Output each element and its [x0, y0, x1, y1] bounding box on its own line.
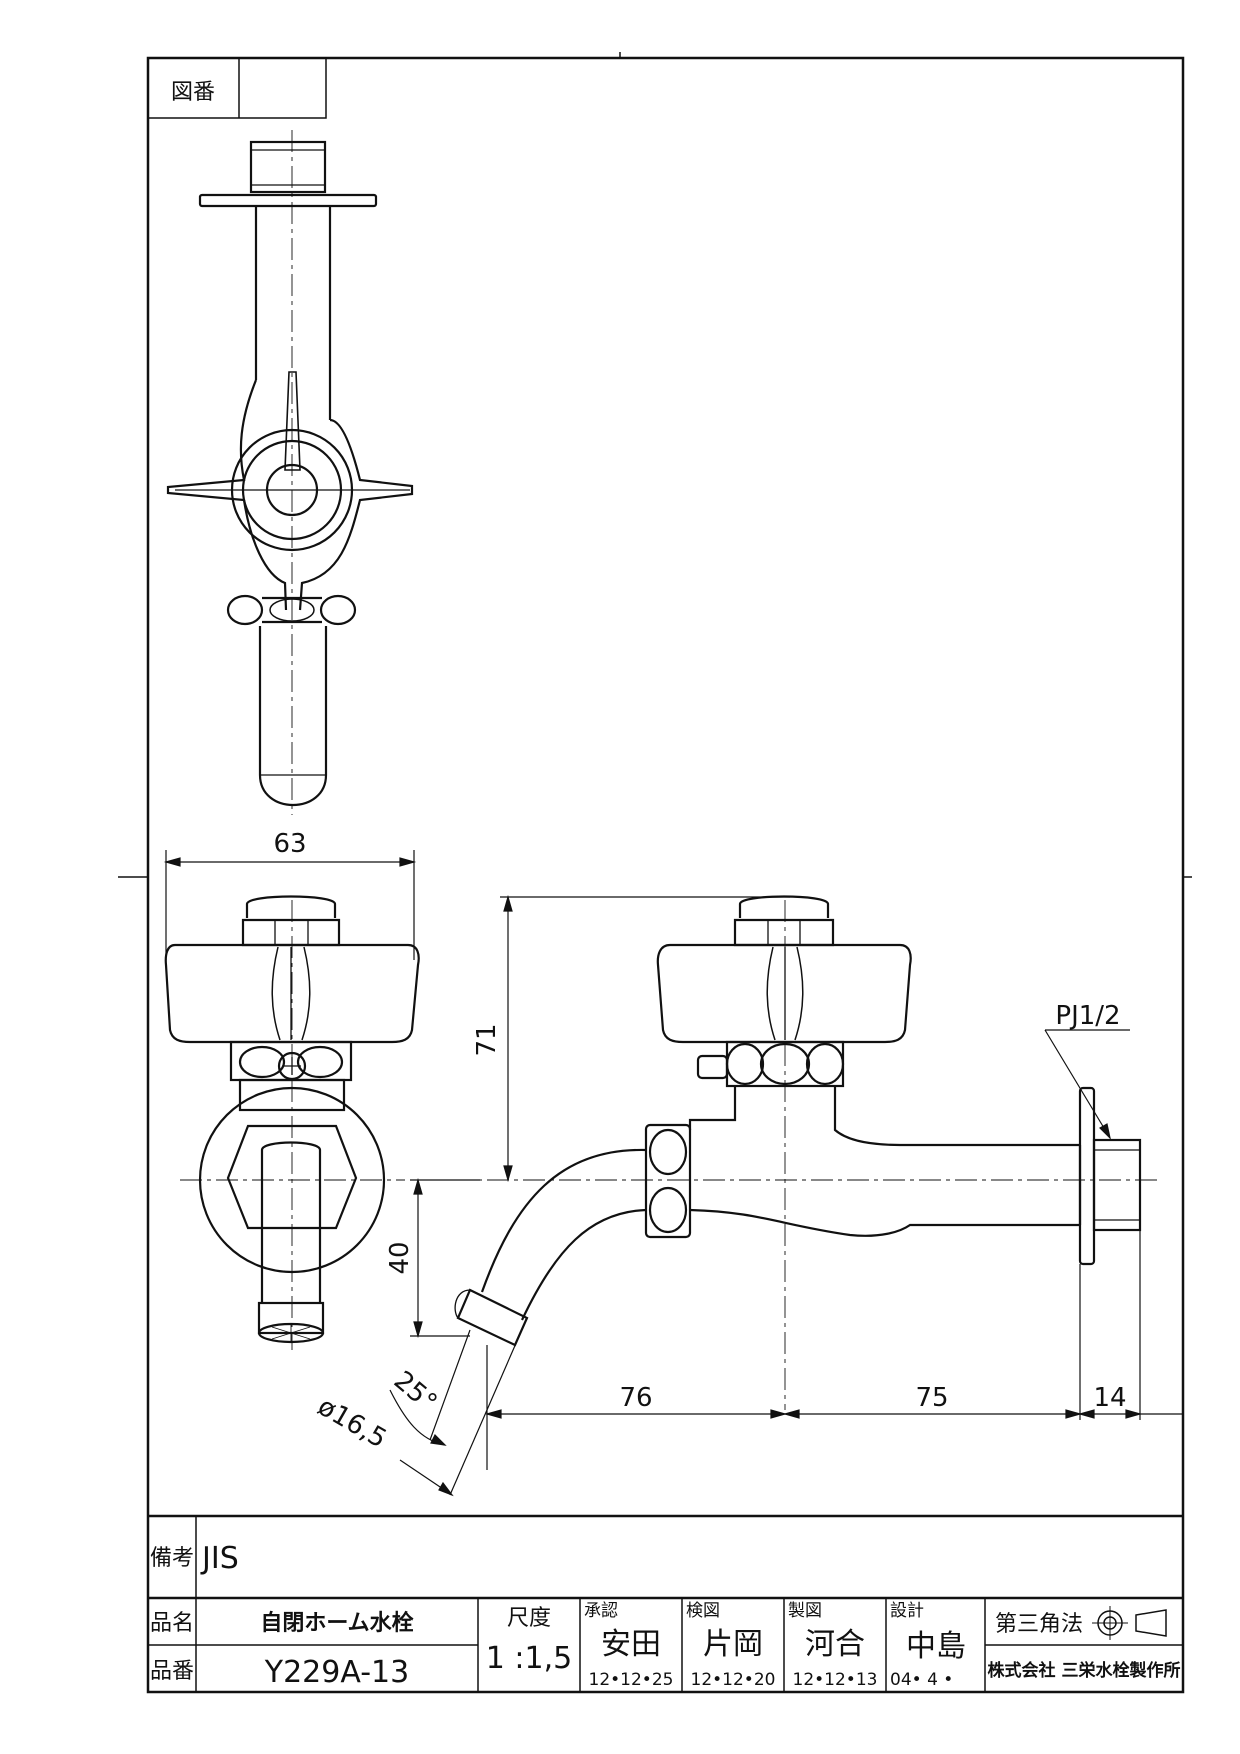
dim-reach-75: 75	[915, 1383, 948, 1413]
checked-label: 検図	[686, 1601, 720, 1621]
front-view	[164, 895, 420, 1350]
title-block-text: 品名 自閉ホーム水栓 品番 Y229A-13 尺度 1 :1,5 承認 安田 1…	[150, 1601, 1180, 1690]
design-label: 設計	[890, 1601, 924, 1621]
design-name: 中島	[906, 1629, 966, 1664]
dimension-lines	[163, 850, 1183, 1497]
approved-date: 12•12•25	[589, 1670, 674, 1690]
drawn-name: 河合	[805, 1627, 865, 1662]
scale-value: 1 :1,5	[486, 1641, 572, 1676]
dim-thread-14: 14	[1093, 1383, 1126, 1413]
number-label: 品番	[150, 1659, 194, 1684]
drawing-frame	[118, 52, 1192, 1694]
dim-angle-25: 25°	[388, 1366, 443, 1419]
notes-label: 備考	[150, 1546, 194, 1571]
drawn-label: 製図	[788, 1601, 822, 1621]
checked-date: 12•12•20	[691, 1670, 776, 1690]
side-view	[415, 895, 1160, 1410]
drawing-number-label: 図番	[171, 80, 215, 105]
dim-reach-76: 76	[619, 1383, 652, 1413]
top-view	[166, 130, 414, 815]
dim-drop-40: 40	[385, 1241, 415, 1274]
dimension-texts: 63 71 40 76 75 14 25° ø16,5 PJ1/2	[273, 829, 1126, 1455]
notes-value: JIS	[200, 1541, 239, 1576]
drawn-date: 12•12•13	[793, 1670, 878, 1690]
approved-name: 安田	[601, 1627, 661, 1662]
dim-height-71: 71	[472, 1023, 502, 1056]
product-name: 自閉ホーム水栓	[260, 1610, 413, 1636]
company-name: 株式会社 三栄水栓製作所	[988, 1660, 1181, 1681]
scale-label: 尺度	[507, 1606, 551, 1631]
product-number: Y229A-13	[264, 1655, 409, 1690]
projection-label: 第三角法	[995, 1612, 1083, 1637]
checked-name: 片岡	[703, 1627, 763, 1662]
dim-diameter: ø16,5	[313, 1392, 392, 1455]
approved-label: 承認	[584, 1601, 618, 1621]
design-date: 04• 4 •	[890, 1670, 953, 1690]
name-label: 品名	[150, 1611, 194, 1636]
dim-width-63: 63	[273, 829, 306, 859]
notes-row: 備考 JIS	[150, 1516, 239, 1598]
title-block	[148, 1598, 1183, 1692]
dim-thread-spec: PJ1/2	[1055, 1001, 1120, 1031]
drawing-number-box: 図番	[147, 57, 327, 119]
